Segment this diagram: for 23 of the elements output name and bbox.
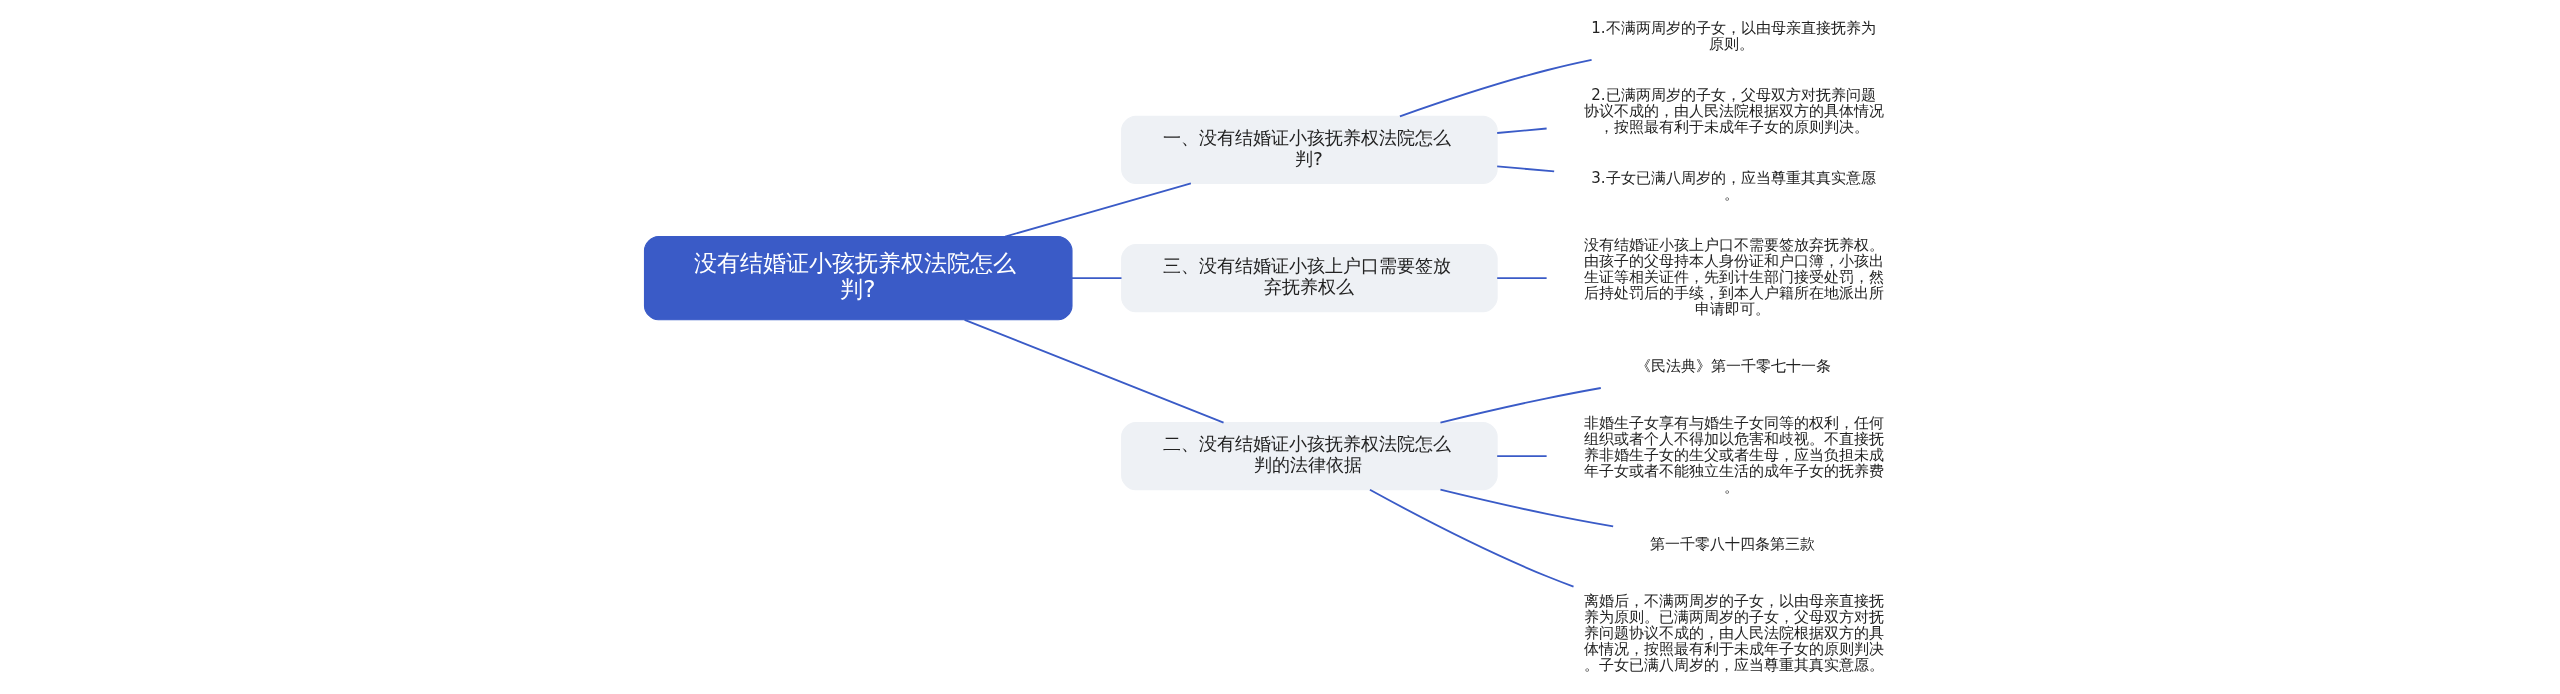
node-text: 1.不满两周岁的子女，以由母亲直接抚养为原则。 [1590, 18, 1876, 53]
node-box: 三、没有结婚证小孩上户口需要签放弃抚养权么 [1120, 243, 1498, 312]
connector [1439, 386, 1602, 423]
node-box: 没有结婚证小孩抚养权法院怎么判? [643, 235, 1073, 320]
connector [1495, 164, 1555, 172]
node-box: 二、没有结婚证小孩抚养权法院怎么判的法律依据 [1120, 421, 1498, 490]
connector [963, 318, 1224, 423]
node-text: 没有结婚证小孩上户口不需要签放弃抚养权。由孩子的父母持本人身份证和户口簿，小孩出生证等相关证件，先到计生部门接受处罚，然后持处罚后的手续，到本人户籍所在地派出所申请即可。 [1583, 235, 1884, 318]
node-text: 2.已满两周岁的子女，父母双方对抚养问题协议不成的，由人民法院根据双方的具体情况，按照最有利于未成年子女的原则判决。 [1583, 85, 1884, 136]
connector [1398, 58, 1593, 117]
connector [1495, 127, 1548, 134]
connector [1368, 488, 1574, 587]
connector [1003, 182, 1192, 237]
node-text: 离婚后，不满两周岁的子女，以由母亲直接抚养为原则。已满两周岁的子女，父母双方对抚养问题协议不成的，由人民法院根据双方的具体情况，按照最有利于未成年子女的原则判决。子女已满八周岁的，应当尊重其真实意愿。 [1583, 591, 1884, 674]
node-text: 第一千零八十四条第三款 [1649, 534, 1815, 553]
node-text: 3.子女已满八周岁的，应当尊重其真实意愿。 [1590, 168, 1876, 203]
connector [1495, 276, 1548, 279]
node-text: 非婚生子女享有与婚生子女同等的权利，任何组织或者个人不得加以危害和歧视。不直接抚养非婚生子女的生父或者生母，应当负担未成年子女或者不能独立生活的成年子女的抚养费。 [1583, 413, 1884, 496]
node-box: 一、没有结婚证小孩抚养权法院怎么判? [1120, 115, 1498, 184]
connector [1070, 276, 1122, 279]
connector [1439, 488, 1614, 527]
connector [1495, 454, 1548, 457]
node-text: 《民法典》第一千零七十一条 [1635, 356, 1831, 375]
